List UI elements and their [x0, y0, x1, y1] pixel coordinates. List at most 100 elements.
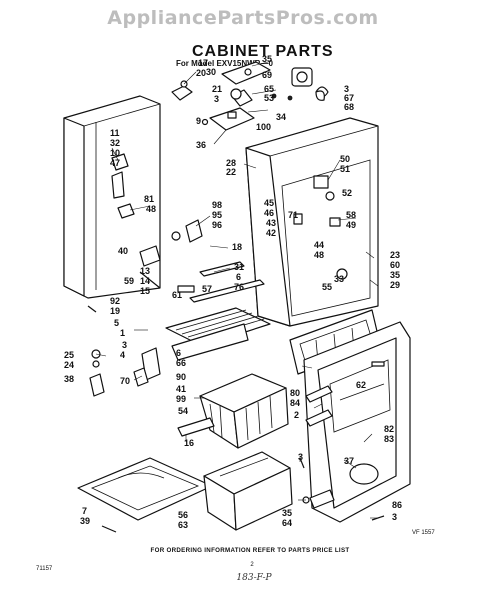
callout-100: 100 — [256, 122, 271, 132]
callout-69: 69 — [262, 70, 272, 80]
callout-49: 49 — [346, 220, 356, 230]
callout-21: 21 — [212, 84, 222, 94]
corner-code-right: VF 1557 — [412, 530, 435, 536]
callout-58: 58 — [346, 210, 356, 220]
callout-56: 56 — [178, 510, 188, 520]
callout-86: 86 — [392, 500, 402, 510]
callout-54: 54 — [178, 406, 188, 416]
callout-63: 63 — [178, 520, 188, 530]
callout-6: 6 — [236, 272, 241, 282]
callout-48: 48 — [314, 250, 324, 260]
callout-64: 64 — [282, 518, 292, 528]
control-housing-top — [201, 61, 271, 131]
callout-50: 50 — [340, 154, 350, 164]
screws — [87, 305, 305, 533]
callout-59: 59 — [124, 276, 134, 286]
top-hinge-bracket-left — [171, 80, 193, 101]
callout-3: 3 — [214, 94, 219, 104]
callout-numbers: 17 20 35 30 69 21 3 65 53 3 67 68 9 100 … — [64, 54, 402, 530]
handwritten-note: 183-F-P — [236, 573, 272, 583]
callout-51: 51 — [340, 164, 350, 174]
callout-62: 62 — [356, 380, 366, 390]
callout-19: 19 — [110, 306, 120, 316]
callout-98: 98 — [212, 200, 222, 210]
leader-lines — [95, 61, 379, 519]
callout-4: 4 — [120, 350, 125, 360]
wire-shelf — [165, 307, 271, 361]
callout-36: 36 — [196, 140, 206, 150]
callout-44: 44 — [314, 240, 324, 250]
callout-34: 34 — [276, 112, 286, 122]
callout-99: 99 — [176, 394, 186, 404]
callout-35: 35 — [390, 270, 400, 280]
callout-38: 38 — [64, 374, 74, 384]
base-pan — [77, 457, 213, 521]
callout-11: 11 — [110, 128, 120, 138]
callout-47: 47 — [110, 158, 120, 168]
defrost-timer-parts — [111, 153, 203, 293]
callout-35: 35 — [262, 54, 272, 64]
callout-61: 61 — [172, 290, 182, 300]
callout-28: 28 — [226, 158, 236, 168]
door-shelf-rails — [305, 385, 333, 427]
callout-95: 95 — [212, 210, 222, 220]
callout-43: 43 — [266, 218, 276, 228]
callout-39: 39 — [80, 516, 90, 526]
callout-68: 68 — [344, 102, 354, 112]
callout-25: 25 — [64, 350, 74, 360]
callout-45: 45 — [264, 198, 274, 208]
callout-15: 15 — [140, 286, 150, 296]
callout-76: 76 — [234, 282, 244, 292]
model-line: For Model EXV15NWR—0 — [176, 59, 273, 68]
callout-2: 2 — [294, 410, 299, 420]
callout-53: 53 — [264, 93, 274, 103]
callout-41: 41 — [176, 384, 186, 394]
callout-71: 71 — [288, 210, 298, 220]
callout-20: 20 — [196, 68, 206, 78]
callout-33: 33 — [334, 274, 344, 284]
callout-1: 1 — [120, 328, 125, 338]
callout-52: 52 — [342, 188, 352, 198]
page-number: 2 — [250, 562, 254, 568]
storage-basket — [199, 373, 289, 449]
cross-rails — [189, 261, 265, 303]
lower-left-hardware — [89, 347, 161, 397]
callout-65: 65 — [264, 84, 274, 94]
callout-60: 60 — [390, 260, 400, 270]
callout-67: 67 — [344, 93, 354, 103]
callout-3: 3 — [392, 512, 397, 522]
callout-16: 16 — [184, 438, 194, 448]
callout-23: 23 — [390, 250, 400, 260]
callout-70: 70 — [120, 376, 130, 386]
basket-support — [177, 417, 215, 437]
callout-84: 84 — [290, 398, 300, 408]
callout-37: 37 — [344, 456, 354, 466]
callout-96: 96 — [212, 220, 222, 230]
callout-31: 31 — [234, 262, 244, 272]
corner-code-left: 71157 — [36, 566, 53, 572]
callout-66: 66 — [176, 358, 186, 368]
callout-14: 14 — [140, 276, 150, 286]
callout-10: 10 — [110, 148, 120, 158]
callout-17: 17 — [198, 58, 208, 68]
callout-13: 13 — [140, 266, 150, 276]
diagram-title: CABINET PARTS — [192, 43, 334, 60]
door-panel — [303, 321, 411, 523]
callout-22: 22 — [226, 167, 236, 177]
callout-3: 3 — [122, 340, 127, 350]
callout-92: 92 — [110, 296, 120, 306]
callout-3: 3 — [344, 84, 349, 94]
fan-motor-assembly — [271, 67, 329, 101]
callout-5: 5 — [114, 318, 119, 328]
callout-7: 7 — [82, 506, 87, 516]
callout-82: 82 — [384, 424, 394, 434]
ordering-info-note: FOR ORDERING INFORMATION REFER TO PARTS … — [151, 547, 350, 554]
callout-48: 48 — [146, 204, 156, 214]
callout-30: 30 — [206, 67, 216, 77]
callout-81: 81 — [144, 194, 154, 204]
callout-57: 57 — [202, 284, 212, 294]
callout-32: 32 — [110, 138, 120, 148]
watermark: AppliancePartsPros.com — [107, 7, 378, 29]
callout-40: 40 — [118, 246, 128, 256]
